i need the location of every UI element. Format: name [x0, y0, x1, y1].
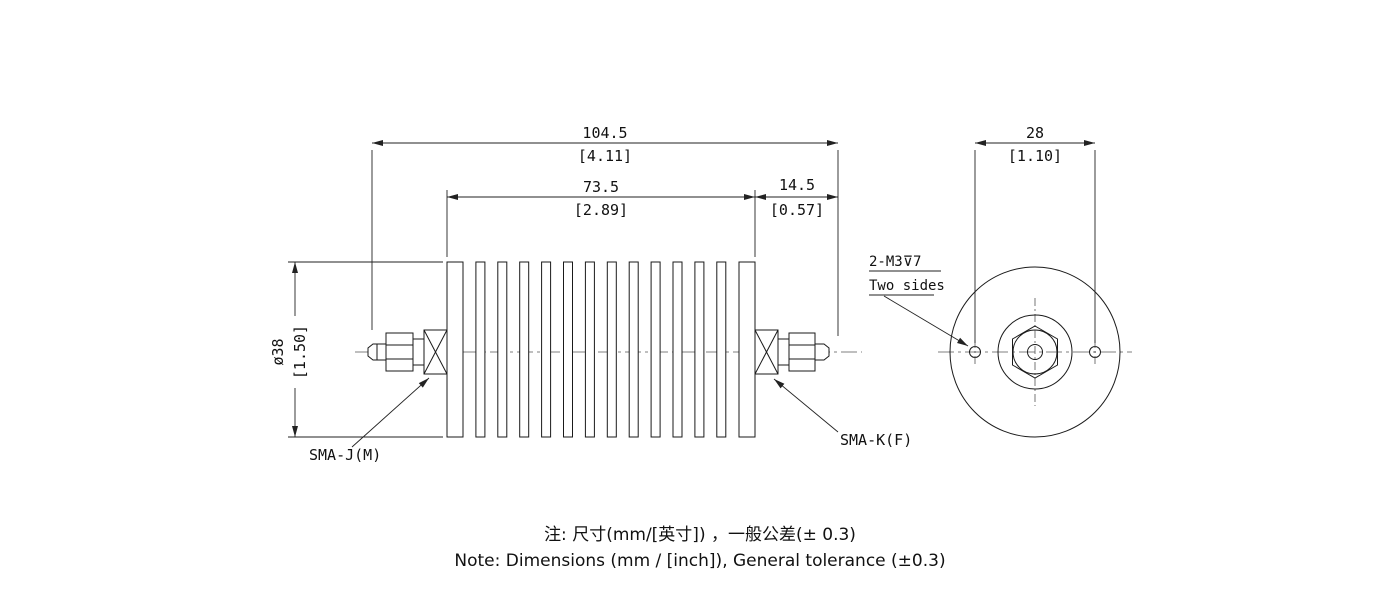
note-line-en: Note: Dimensions (mm / [inch]), General … — [454, 551, 945, 571]
end-cap-left — [446, 261, 464, 438]
dim-right-connector: 14.5 [0.57] — [755, 176, 838, 219]
fin — [519, 261, 530, 438]
fin — [716, 261, 727, 438]
dim-diameter: ø38 [1.50] — [269, 261, 443, 438]
outer-body-circle — [949, 266, 1121, 438]
center-pin-circle — [1027, 344, 1043, 360]
left-connector-sma-male — [367, 329, 448, 375]
callout-thread: 2-M3⊽7 Two sides — [869, 254, 969, 347]
neck — [412, 338, 425, 366]
side-view: 104.5 [4.11] 73.5 [2.89] 14.5 [0.57] ø38… — [269, 124, 912, 464]
fin — [475, 261, 486, 438]
dim-hole-spacing: 28 [1.10] — [974, 124, 1096, 343]
dim-value-inch: [0.57] — [770, 201, 824, 219]
dim-value-mm: 73.5 — [583, 178, 619, 196]
fin — [497, 261, 508, 438]
hex-nut-outline — [1012, 325, 1058, 379]
dim-overall: 104.5 [4.11] — [371, 124, 839, 336]
coupling-stub — [814, 343, 830, 361]
end-cap-right — [738, 261, 756, 438]
dim-value-inch: [2.89] — [574, 201, 628, 219]
end-view: 28 [1.10] 2-M3⊽7 Two sides — [869, 124, 1132, 438]
note-line-cn: 注: 尺寸(mm/[英寸]) ，一般公差(± 0.3) — [544, 525, 856, 545]
notes: 注: 尺寸(mm/[英寸]) ，一般公差(± 0.3) Note: Dimens… — [454, 525, 945, 571]
fin — [650, 261, 661, 438]
dim-body: 73.5 [2.89] — [446, 178, 756, 257]
fin — [694, 261, 705, 438]
knurl-diagonal — [423, 329, 448, 375]
leader-line — [351, 377, 430, 448]
leader-line — [773, 378, 839, 433]
neck — [777, 338, 790, 366]
dim-value-inch: [4.11] — [578, 147, 632, 165]
hex-nut — [788, 332, 816, 372]
fin — [606, 261, 617, 438]
dim-value-mm: ø38 — [269, 338, 287, 365]
flange-circle — [997, 314, 1073, 390]
connector-label: SMA-K(F) — [840, 431, 912, 449]
leader-sma-j: SMA-J(M) — [309, 377, 430, 464]
heatsink-body — [446, 261, 756, 438]
dim-value-mm: 28 — [1026, 124, 1044, 142]
right-connector-sma-female — [754, 329, 830, 375]
dim-value-mm: 104.5 — [582, 124, 627, 142]
knurl-diagonal — [754, 329, 779, 375]
hex-inscribed-circle — [1012, 329, 1058, 375]
connector-label: SMA-J(M) — [309, 446, 381, 464]
fin — [584, 261, 595, 438]
thread-sides-text: Two sides — [869, 278, 945, 294]
dim-value-mm: 14.5 — [779, 176, 815, 194]
thread-callout-text: 2-M3⊽7 — [869, 254, 921, 270]
hex-nut — [385, 332, 414, 372]
fin — [563, 261, 573, 438]
fin — [541, 261, 552, 438]
leader-line — [883, 295, 969, 347]
dim-value-inch: [1.50] — [291, 325, 309, 379]
leader-sma-k: SMA-K(F) — [773, 378, 912, 449]
dim-value-inch: [1.10] — [1008, 147, 1062, 165]
fin — [628, 261, 639, 438]
fin — [672, 261, 683, 438]
